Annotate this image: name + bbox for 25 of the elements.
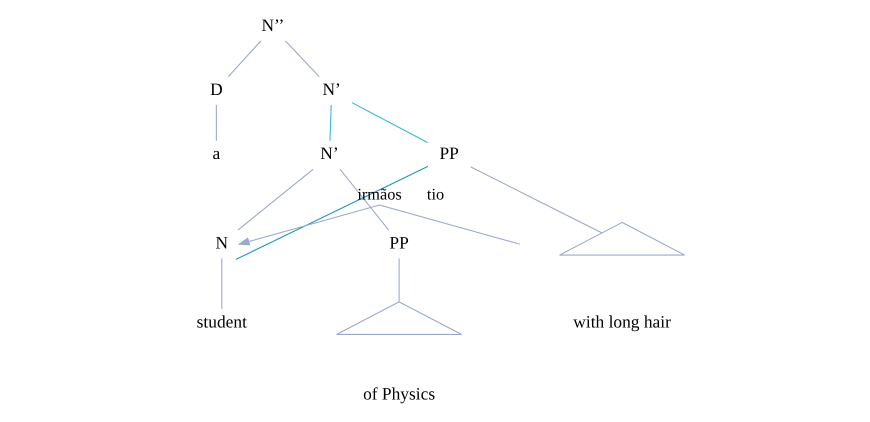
connector xyxy=(228,40,262,77)
node-text: N’ xyxy=(322,78,341,99)
connector xyxy=(236,166,428,260)
node-text: student xyxy=(196,312,247,332)
node-triangle xyxy=(336,301,462,335)
connector xyxy=(221,258,222,310)
connector xyxy=(216,105,217,141)
connector xyxy=(284,40,320,77)
node-text: N’’ xyxy=(261,14,284,35)
connector xyxy=(352,102,428,144)
node-text: D xyxy=(210,78,223,99)
node-triangle xyxy=(559,222,686,256)
node-label: of Physics xyxy=(363,384,436,404)
connector xyxy=(470,166,602,234)
arrow xyxy=(238,204,520,246)
connector xyxy=(398,258,400,302)
node-label: with long hair xyxy=(573,312,671,332)
node-text: PP xyxy=(439,143,459,164)
connector xyxy=(238,168,314,230)
node-text: N xyxy=(216,232,228,252)
node-text: N’ xyxy=(320,143,339,164)
node-text: a xyxy=(212,143,220,164)
edge-label: tio xyxy=(426,184,444,204)
connector xyxy=(329,105,332,141)
node-text: PP xyxy=(389,232,409,252)
